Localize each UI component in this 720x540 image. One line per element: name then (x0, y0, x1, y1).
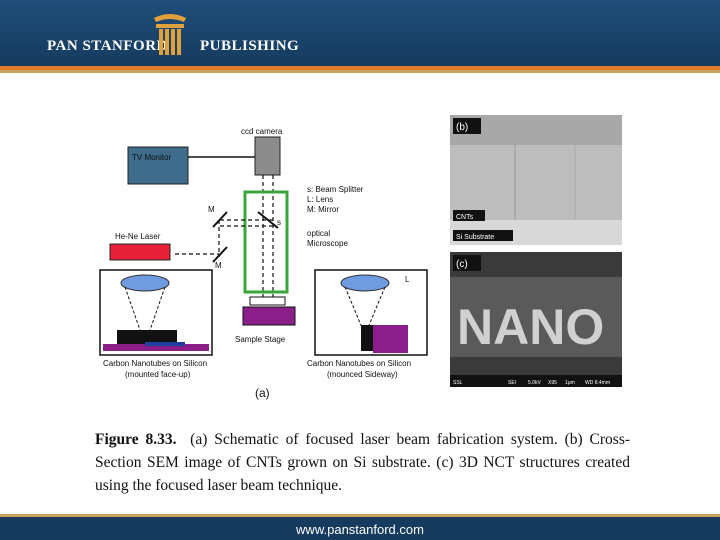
figure-caption-text: (a) Schematic of focused laser beam fabr… (95, 431, 631, 494)
footer-divider (0, 514, 720, 517)
nanotubes-face-up (117, 330, 177, 344)
mirror-top-label: M (208, 205, 215, 214)
tv-monitor-label: TV Monitor (132, 153, 171, 162)
beam-splitter (257, 211, 279, 229)
sample-stage-label: Sample Stage (235, 335, 286, 344)
laser-label: He-Ne Laser (115, 232, 161, 241)
header-divider-gold (0, 70, 720, 73)
sem-info-6: WD 8.4mm (585, 380, 610, 386)
footer-bar (0, 517, 720, 540)
brand-name-left: PAN STANFORD (47, 38, 168, 54)
silicon-base-left (103, 344, 209, 351)
sem-info-5: 1μm (565, 380, 575, 386)
brand-name-right: PUBLISHING (200, 38, 300, 54)
microscope-label: Microscope (307, 239, 348, 248)
sem-nano-word: NANO (457, 299, 604, 355)
figure-label: Figure 8.33. (95, 431, 177, 448)
header-bar (0, 0, 720, 66)
lens-right (340, 274, 390, 292)
sem-info-2: SEI (508, 380, 516, 386)
sem-info-1: SSL (453, 380, 463, 386)
nanotubes-sideway (361, 325, 373, 351)
figure-schematic: TV Monitor ccd camera M M s He-Ne Laser … (99, 115, 622, 400)
left-caption-2: (mounted face-up) (125, 370, 191, 379)
left-caption-1: Carbon Nanotubes on Silicon (103, 359, 207, 368)
stage-holder (249, 296, 286, 306)
sem-info-3: 5.0kV (528, 380, 541, 386)
panel-c-label: (c) (456, 259, 468, 270)
sem-label-cnts: CNTs (456, 214, 474, 221)
legend-lens: L: Lens (307, 195, 333, 204)
panel-b-label: (b) (456, 122, 468, 133)
ccd-camera-label: ccd camera (241, 127, 283, 136)
he-ne-laser (109, 243, 171, 261)
ccd-camera (254, 136, 281, 176)
optical-label: optical (307, 229, 330, 238)
right-caption-1: Carbon Nanotubes on Silicon (307, 359, 411, 368)
sem-label-si: Si Substrate (456, 234, 494, 241)
mirror-bottom (212, 246, 228, 263)
legend-mirror: M: Mirror (307, 205, 339, 214)
lens-left (120, 274, 170, 292)
optical-microscope (243, 190, 289, 294)
footer-website-link[interactable]: www.panstanford.com (296, 522, 424, 537)
tv-monitor (127, 146, 189, 185)
lens-label: L (405, 275, 410, 284)
sem-info-4: X95 (548, 380, 557, 386)
mirror-bottom-label: M (215, 261, 222, 270)
legend-beam-splitter: s: Beam Splitter (307, 185, 364, 194)
beam-splitter-label: s (277, 218, 281, 227)
panel-a-label: (a) (255, 386, 270, 400)
silicon-base-right (373, 325, 408, 353)
header-divider (0, 66, 720, 70)
publisher-logo (154, 14, 186, 55)
right-caption-2: (mounced Sideway) (327, 370, 398, 379)
figure-caption: Figure 8.33. (a) Schematic of focused la… (95, 428, 630, 497)
sample-stage (242, 306, 296, 326)
